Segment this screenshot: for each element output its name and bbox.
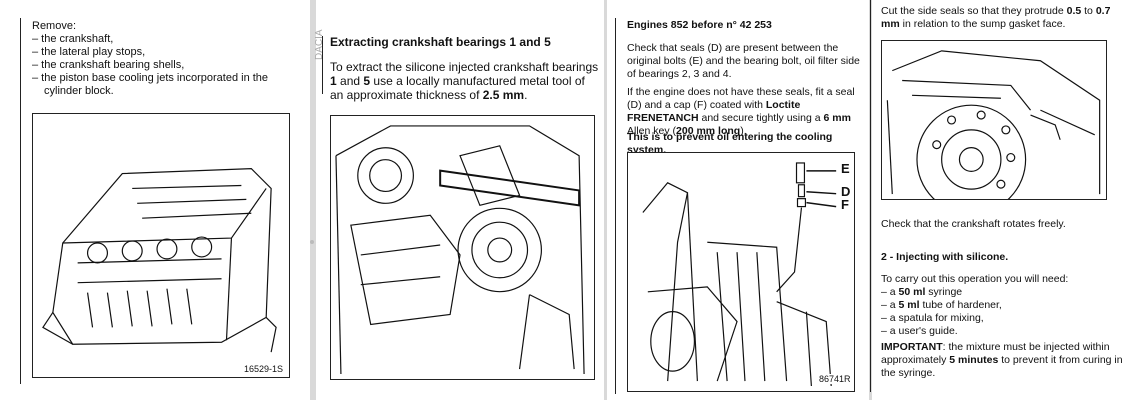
text-run: syringe <box>925 286 963 298</box>
manual-page-1: Remove: – the crankshaft, – the lateral … <box>0 0 310 400</box>
text-run: ). <box>740 125 747 137</box>
extract-instructions: To extract the silicone injected cranksh… <box>330 60 600 102</box>
text-run-bold: 6 mm <box>823 112 851 124</box>
margin-rule <box>870 0 871 392</box>
manual-page-4: Cut the side seals so that they protrude… <box>870 0 1142 400</box>
text-run-bold: 5 minutes <box>949 354 999 366</box>
text-run: and <box>336 74 364 88</box>
margin-rule <box>322 36 323 94</box>
list-item: – the lateral play stops, <box>32 46 146 58</box>
text-run-bold: 1 <box>330 74 337 88</box>
remove-items: – the crankshaft, – the lateral play sto… <box>32 33 297 98</box>
text-run-bold: Loctite FRENETANCH <box>627 99 801 124</box>
text-run: . <box>524 88 528 102</box>
text-run-bold: 0.5 <box>1066 5 1082 17</box>
list-item: – a spatula for mixing, <box>881 312 1131 325</box>
list-item: – the piston base cooling jets incorpora… <box>32 72 269 97</box>
text-run: to prevent it from curing in the syringe… <box>881 354 1123 379</box>
text-run-bold: 2.5 mm <box>482 88 525 102</box>
seal-fit-paragraph: If the engine does not have these seals,… <box>627 86 862 138</box>
text-run: To extract the silicone injected cranksh… <box>330 60 599 74</box>
section-title: Extracting crankshaft bearings 1 and 5 <box>330 35 551 49</box>
text-run: Cut the side seals so that they protrude <box>881 5 1067 17</box>
list-item: – a 5 ml tube of hardener, <box>881 299 1131 312</box>
rotation-check: Check that the crankshaft rotates freely… <box>881 218 1066 230</box>
cylinder-block-illustration <box>32 113 290 378</box>
text-run: – a spatula for mixing, <box>881 312 984 324</box>
requirements-list: To carry out this operation you will nee… <box>881 273 1131 338</box>
manual-page-2: DACIA Extracting crankshaft bearings 1 a… <box>310 0 604 400</box>
list-item: – the crankshaft, <box>32 33 114 45</box>
important-label: IMPORTANT <box>881 341 943 353</box>
text-run-bold: 50 ml <box>898 286 926 298</box>
crankshaft-seal-drawing <box>886 50 1101 199</box>
side-seal-paragraph: Cut the side seals so that they protrude… <box>881 5 1131 31</box>
figure-label: 16529-1S <box>244 364 284 374</box>
callout-label-e: E <box>841 161 850 176</box>
margin-rule <box>20 18 21 384</box>
page-marker-dot <box>310 240 314 244</box>
requirements-intro: To carry out this operation you will nee… <box>881 273 1069 285</box>
remove-heading: Remove: <box>32 20 77 32</box>
bearing-tool-illustration <box>330 115 595 380</box>
list-item: – a 50 ml syringe <box>881 286 1131 299</box>
list-item: – the crankshaft bearing shells, <box>32 59 185 71</box>
cylinder-block-drawing <box>42 167 277 353</box>
watermark-text: DACIA <box>314 29 325 60</box>
bearing-seal-drawing <box>642 162 837 387</box>
engine-heading: Engines 852 before n° 42 253 <box>627 19 772 31</box>
figure-label: 86741R <box>819 374 851 384</box>
callout-label-f: F <box>841 197 849 212</box>
text-run: tube of hardener, <box>919 299 1002 311</box>
important-note: IMPORTANT: the mixture must be injected … <box>881 341 1131 380</box>
text-run: and secure tightly using a <box>698 112 824 124</box>
text-run-bold: 5 <box>363 74 371 88</box>
bearing-seal-illustration <box>627 152 855 392</box>
crankshaft-seal-illustration <box>881 40 1107 200</box>
silicone-section-title: 2 - Injecting with silicone. <box>881 251 1009 263</box>
text-run-bold: 200 mm long <box>676 125 741 137</box>
text-run: : the mixture must be injected within ap… <box>881 341 1110 366</box>
text-run: If the engine does not have these seals,… <box>627 86 855 111</box>
callout-label-d: D <box>841 184 851 199</box>
list-item: – a user's guide. <box>881 325 1131 338</box>
text-run: to <box>1081 5 1096 17</box>
manual-page-3: Engines 852 before n° 42 253 Check that … <box>607 0 869 400</box>
text-run-bold: 5 ml <box>898 299 920 311</box>
remove-list: Remove: – the crankshaft, – the lateral … <box>32 20 297 98</box>
text-run-bold: 0.7 mm <box>881 5 1111 30</box>
seal-check-paragraph: Check that seals (D) are present between… <box>627 42 860 80</box>
text-run: – a <box>881 286 899 298</box>
text-run: – a <box>881 299 899 311</box>
text-run: – a user's guide. <box>881 325 958 337</box>
text-run: use a locally manufactured metal tool of… <box>330 74 585 102</box>
text-run: in relation to the sump gasket face. <box>899 18 1066 30</box>
margin-rule <box>615 18 616 394</box>
bearing-tool-drawing <box>335 125 585 375</box>
text-run: Allen key ( <box>627 125 677 137</box>
